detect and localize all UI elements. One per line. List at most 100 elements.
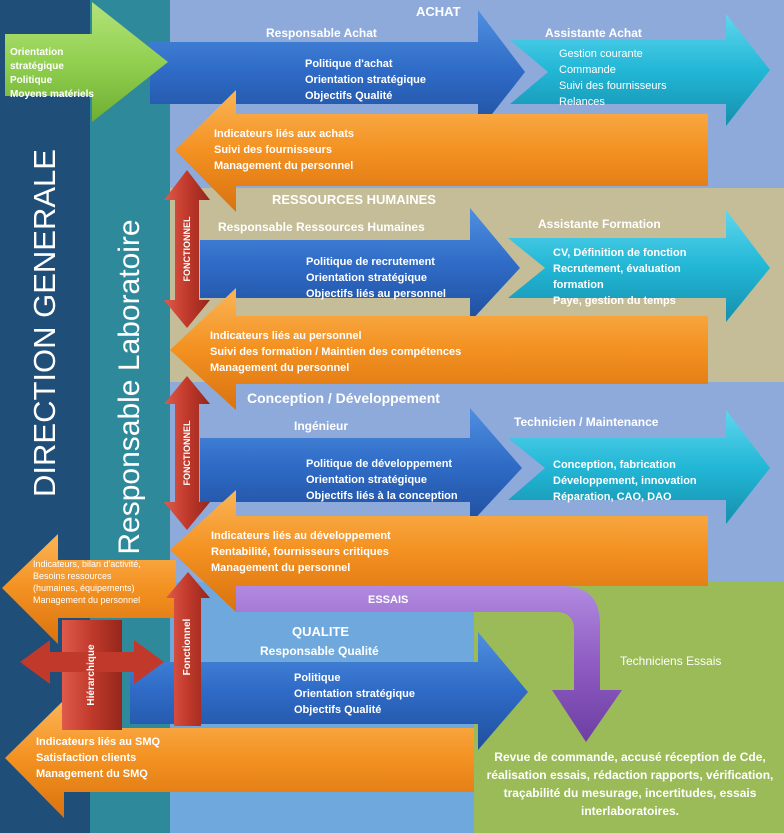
direction-generale-label: DIRECTION GENERALE	[27, 149, 62, 497]
hierarchique-label: Hiérarchique	[86, 644, 97, 706]
labo-output-list: Indicateurs, bilan d'activité, Besoins r…	[33, 558, 141, 606]
achat-cyan-list: Gestion courante Commande Suivi des four…	[559, 46, 667, 110]
list-item: Suivi des formation / Maintien des compé…	[210, 346, 462, 358]
rh-title: RESSOURCES HUMAINES	[272, 192, 436, 207]
achat-orange-list: Indicateurs liés aux achats Suivi des fo…	[214, 126, 354, 174]
conception-technicien-arrow	[508, 410, 770, 524]
hierarchique-arrow	[20, 640, 164, 684]
techniciens-essais-label: Techniciens Essais	[620, 654, 722, 668]
rh-assistante-arrow	[508, 210, 770, 322]
qualite-retour-arrow	[5, 700, 474, 818]
list-item: Indicateurs liés au personnel	[210, 330, 362, 342]
achat-responsable-label: Responsable Achat	[266, 26, 377, 40]
list-item: Commande	[559, 64, 616, 76]
achat-retour-arrow	[175, 90, 708, 212]
list-item: Orientation stratégique	[294, 688, 416, 700]
direction-input-line: stratégique	[10, 61, 64, 72]
direction-input-line: Politique	[10, 75, 53, 86]
essais-list: Revue de commande, accusé réception de C…	[476, 748, 784, 820]
list-item: Objectifs liés à la conception	[306, 490, 458, 502]
list-item: Réparation, CAO, DAO	[553, 491, 672, 503]
conception-title: Conception / Développement	[247, 390, 440, 406]
list-item: Management du personnel	[214, 160, 354, 172]
list-item: Indicateurs liés au développement	[211, 530, 391, 542]
list-item: Objectifs liés au personnel	[306, 288, 446, 300]
qualite-responsable-label: Responsable Qualité	[260, 644, 379, 658]
achat-assistante-arrow	[510, 14, 770, 126]
direction-input-line: Orientation	[10, 47, 64, 58]
essais-title: ESSAIS	[368, 594, 409, 606]
list-item: Développement, innovation	[553, 475, 697, 487]
list-item: Objectifs Qualité	[305, 90, 393, 102]
fonctionnel-label-1: FONCTIONNEL	[182, 216, 192, 282]
list-item: Orientation stratégique	[306, 272, 428, 284]
list-item: Suivi des fournisseurs	[559, 80, 667, 92]
achat-blue-list: Politique d'achat Orientation stratégiqu…	[305, 56, 426, 104]
list-item: Management du personnel	[210, 362, 350, 374]
fonctionnel-label-3: Fonctionnel	[182, 618, 193, 676]
list-item: traçabilité du mesurage, incertitudes, e…	[503, 786, 757, 800]
qualite-blue-list: Politique Orientation stratégique Object…	[294, 670, 415, 718]
rh-blue-list: Politique de recrutement Orientation str…	[306, 254, 446, 302]
achat-assistante-label: Assistante Achat	[545, 26, 642, 40]
list-item: Politique de développement	[306, 458, 453, 470]
list-item: Besoins ressources	[33, 571, 112, 581]
list-item: Orientation stratégique	[305, 74, 427, 86]
list-item: Politique	[294, 672, 341, 684]
list-item: (humaines, équipements)	[33, 583, 135, 593]
list-item: formation	[553, 279, 604, 291]
fonctionnel-arrow-rh-conception	[164, 376, 210, 530]
list-item: Politique d'achat	[305, 58, 393, 70]
list-item: Revue de commande, accusé réception de C…	[494, 750, 766, 764]
direction-input-arrow	[5, 2, 168, 122]
qualite-responsable-arrow	[130, 632, 528, 750]
labo-output-arrow	[2, 534, 176, 644]
qualite-title: QUALITE	[292, 624, 350, 639]
conception-retour-arrow	[170, 490, 708, 612]
list-item: Indicateurs, bilan d'activité,	[33, 559, 141, 569]
list-item: Management du SMQ	[36, 768, 148, 780]
rh-retour-arrow	[170, 288, 708, 410]
essais-band	[474, 582, 784, 833]
fonctionnel-arrow-qualite	[166, 572, 210, 726]
rh-responsable-arrow	[200, 208, 520, 322]
essais-arrow	[236, 586, 622, 742]
list-item: Management du personnel	[33, 595, 141, 605]
list-item: Politique de recrutement	[306, 256, 435, 268]
rh-orange-list: Indicateurs liés au personnel Suivi des …	[210, 328, 461, 376]
conception-cyan-list: Conception, fabrication Développement, i…	[553, 457, 697, 505]
list-item: Rentabilité, fournisseurs critiques	[211, 546, 389, 558]
list-item: CV, Définition de fonction	[553, 247, 687, 259]
list-item: Paye, gestion du temps	[553, 295, 676, 307]
conception-ingenieur-label: Ingénieur	[294, 419, 349, 433]
list-item: interlaboratoires.	[580, 804, 680, 818]
list-item: Objectifs Qualité	[294, 704, 382, 716]
list-item: Management du personnel	[211, 562, 351, 574]
list-item: Orientation stratégique	[306, 474, 428, 486]
achat-title: ACHAT	[416, 4, 461, 19]
hierarchique-block	[62, 620, 122, 730]
responsable-laboratoire-label: Responsable Laboratoire	[113, 219, 146, 555]
list-item: Conception, fabrication	[553, 459, 676, 471]
conception-ingenieur-arrow	[200, 408, 522, 524]
fonctionnel-label-2: FONCTIONNEL	[182, 420, 192, 486]
qualite-orange-list: Indicateurs liés au SMQ Satisfaction cli…	[36, 734, 160, 782]
conception-blue-list: Politique de développement Orientation s…	[306, 456, 458, 504]
conception-orange-list: Indicateurs liés au développement Rentab…	[211, 528, 391, 576]
list-item: Indicateurs liés aux achats	[214, 128, 355, 140]
rh-cyan-list: CV, Définition de fonction Recrutement, …	[553, 245, 686, 309]
list-item: Indicateurs liés au SMQ	[36, 736, 161, 748]
direction-input-line: Moyens matériels	[10, 89, 94, 100]
conception-technicien-label: Technicien / Maintenance	[514, 415, 659, 429]
list-item: Relances	[559, 96, 605, 108]
fonctionnel-arrow-achat-rh	[164, 170, 210, 328]
achat-responsable-arrow	[150, 10, 525, 132]
list-item: Gestion courante	[559, 48, 643, 60]
direction-input-text: Orientation stratégique Politique Moyens…	[10, 46, 94, 102]
list-item: réalisation essais, rédaction rapports, …	[486, 768, 774, 782]
list-item: Recrutement, évaluation	[553, 263, 681, 275]
list-item: Satisfaction clients	[36, 752, 137, 764]
rh-assistante-label: Assistante Formation	[538, 217, 661, 231]
list-item: Suivi des fournisseurs	[214, 144, 332, 156]
